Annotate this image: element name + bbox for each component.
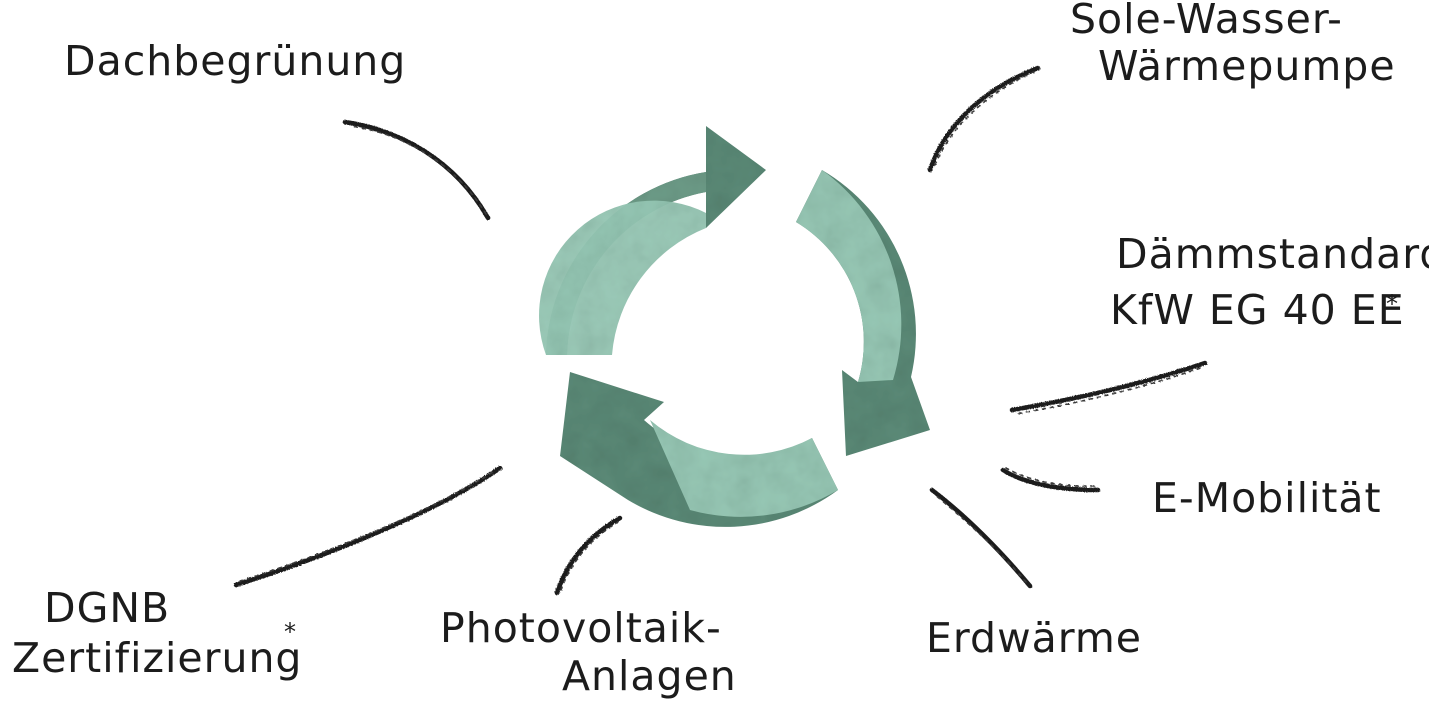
label-daemmstandard-mark: * <box>1386 290 1398 318</box>
cycle-arrow-top-left <box>539 126 766 355</box>
connector-emobilitaet <box>1000 467 1101 493</box>
connector-dgnb <box>233 465 503 588</box>
label-emobilitaet: E-Mobilität <box>1152 474 1382 522</box>
label-dachbegruenung: Dachbegrünung <box>64 37 406 85</box>
label-dgnb-line1: DGNB <box>44 584 170 632</box>
connector-daemmstandard <box>1009 360 1208 413</box>
label-erdwaerme: Erdwärme <box>926 614 1142 662</box>
connector-sole-wasser <box>927 65 1041 173</box>
label-dgnb-line2: Zertifizierung <box>12 634 302 682</box>
connector-erdwaerme <box>929 487 1033 589</box>
label-dgnb-mark: * <box>284 618 296 646</box>
label-daemmstandard-line1: Dämmstandard <box>1116 230 1429 278</box>
label-daemmstandard-line2: KfW EG 40 EE <box>1110 286 1405 334</box>
cycle-arrow-right <box>796 170 930 456</box>
recycle-cycle-icon <box>539 126 930 527</box>
label-photovoltaik-line2: Anlagen <box>562 652 737 700</box>
label-sole-wasser-line2: Wärmepumpe <box>1098 42 1396 90</box>
connector-photovoltaik <box>554 515 623 596</box>
label-sole-wasser-line1: Sole-Wasser- <box>1070 0 1343 43</box>
labels: Dachbegrünung Sole-Wasser- Wärmepumpe Dä… <box>12 0 1429 700</box>
connector-dachbegruenung <box>342 119 491 221</box>
label-photovoltaik-line1: Photovoltaik- <box>440 604 722 652</box>
cycle-arrow-bottom <box>560 372 838 527</box>
connector-lines <box>233 65 1208 596</box>
